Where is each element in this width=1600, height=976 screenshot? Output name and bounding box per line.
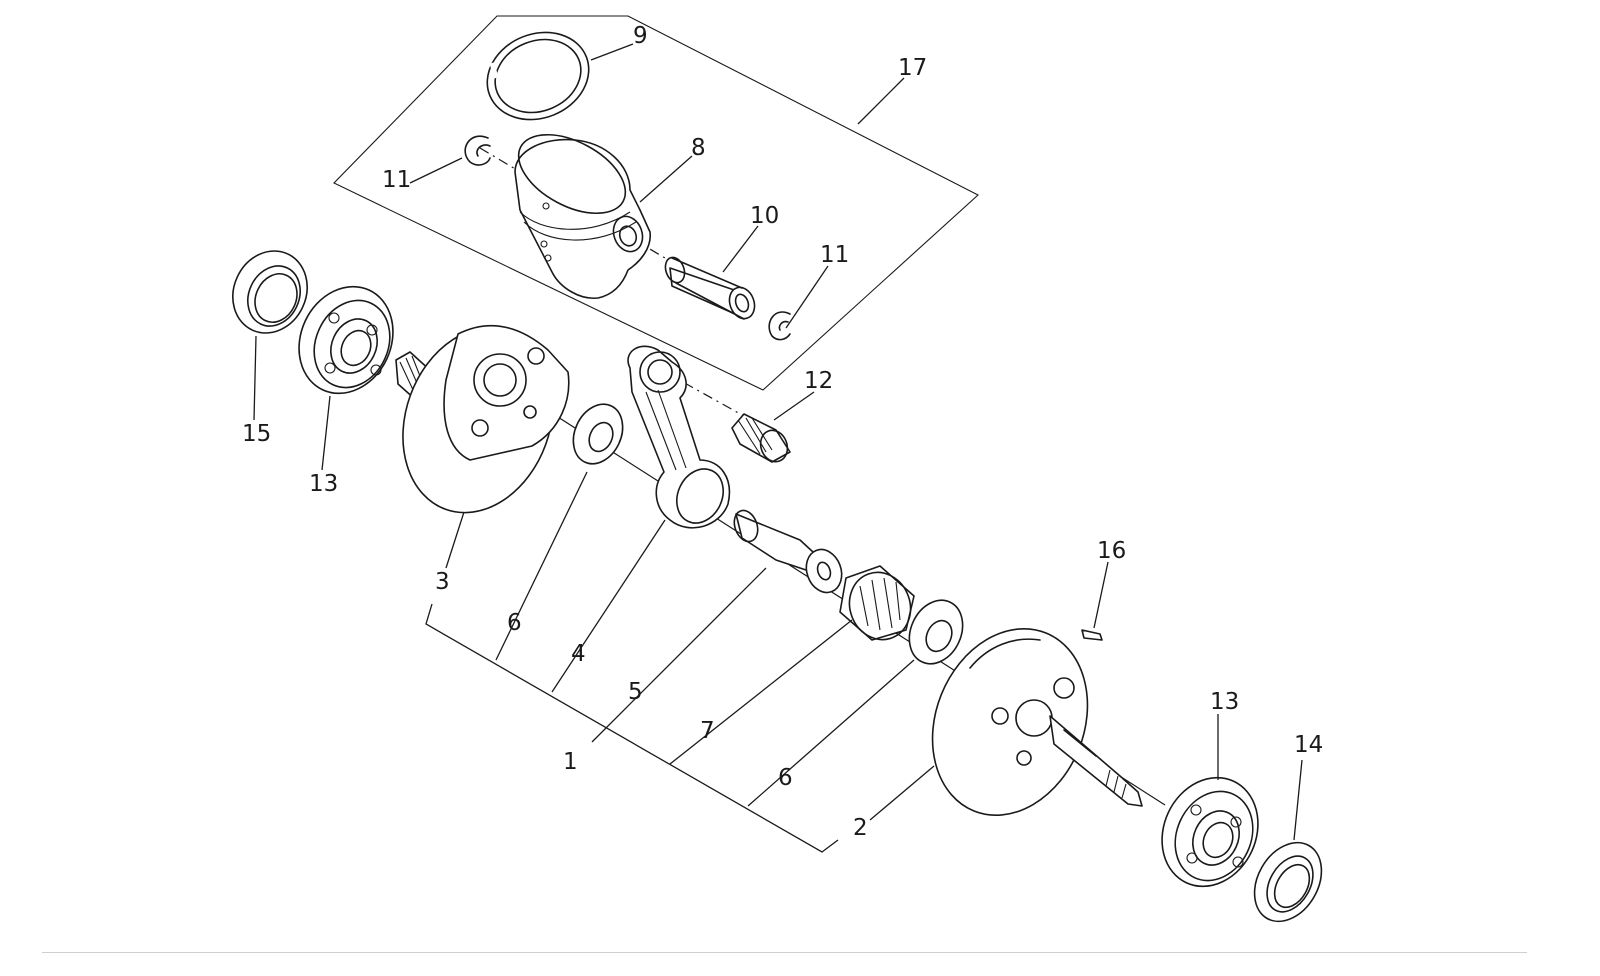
- thrust-washer-left: [572, 403, 624, 465]
- crankshaft-half-right: [931, 627, 1143, 817]
- bottom-divider: [42, 952, 1527, 953]
- piston-pin: [664, 256, 756, 320]
- callout-11-top: 11: [382, 167, 411, 193]
- callout-6-left: 6: [507, 610, 522, 636]
- callout-2: 2: [853, 815, 868, 841]
- callout-9: 9: [633, 23, 648, 49]
- callout-10: 10: [750, 203, 779, 229]
- callout-7: 7: [700, 718, 715, 744]
- crankshaft-half-left: [395, 324, 570, 514]
- oil-seal-left: [232, 250, 308, 334]
- callout-11-right: 11: [820, 242, 849, 268]
- big-end-needle-bearing: [839, 565, 915, 641]
- woodruff-key: [1081, 629, 1103, 641]
- callout-16: 16: [1097, 538, 1126, 564]
- callout-1: 1: [563, 749, 578, 775]
- callout-12: 12: [804, 368, 833, 394]
- callout-15: 15: [242, 421, 271, 447]
- callout-8: 8: [691, 135, 706, 161]
- circlip-top: [464, 135, 491, 166]
- callout-6-right: 6: [778, 765, 793, 791]
- connecting-rod: [627, 345, 731, 529]
- oil-seal-right: [1253, 841, 1323, 923]
- piston-ring: [486, 31, 590, 121]
- callout-17: 17: [898, 55, 927, 81]
- callout-13-left: 13: [309, 471, 338, 497]
- circlip-right: [768, 311, 791, 341]
- callout-5: 5: [628, 679, 643, 705]
- ball-bearing-left: [298, 285, 394, 395]
- callout-13-right: 13: [1210, 689, 1239, 715]
- callout-14: 14: [1294, 732, 1323, 758]
- crankshaft-assembly-bracket: [425, 603, 839, 853]
- callout-3: 3: [435, 569, 450, 595]
- small-end-needle-bearing: [731, 413, 791, 463]
- callout-4: 4: [571, 641, 586, 667]
- piston: [514, 133, 651, 299]
- thrust-washer-right: [908, 599, 964, 665]
- leader-lines: [253, 43, 1303, 841]
- crank-pin: [733, 509, 843, 594]
- ball-bearing-right: [1161, 776, 1259, 888]
- piston-kit-outline: [333, 15, 979, 391]
